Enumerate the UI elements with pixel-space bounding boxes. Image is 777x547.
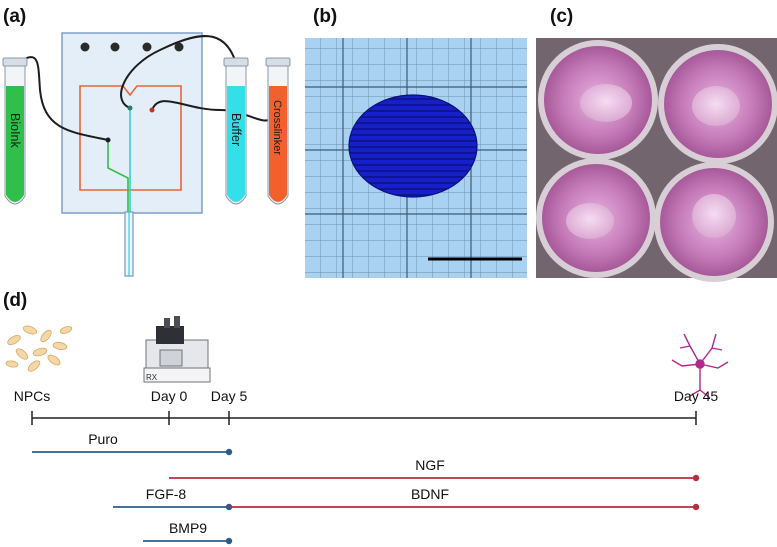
buffer-tube-label: Buffer [229, 113, 243, 146]
well-bottom-left [536, 158, 656, 278]
treatment-label: Puro [88, 431, 118, 447]
well-top-left [538, 40, 658, 160]
well-top-right [658, 44, 777, 164]
inlet-port-3 [142, 42, 152, 52]
treatment-label: FGF-8 [146, 486, 187, 502]
panel-label-b: (b) [313, 6, 338, 27]
bioink-tubing [13, 56, 109, 141]
junction-dot-bioink [105, 137, 111, 143]
timeline-axis [31, 411, 697, 425]
treatment-label: BDNF [411, 486, 449, 502]
panel-a-printhead-diagram: BioInk Buffer Crosslinker [2, 32, 291, 277]
bioprinter-icon: RX [143, 316, 211, 383]
treatment-label: BMP9 [169, 520, 207, 536]
inlet-port-2 [110, 42, 120, 52]
treatment-end-dot [692, 503, 700, 511]
chip-body [61, 32, 203, 214]
timeline-milestone-labels: NPCs Day 0 Day 5 Day 45 [14, 388, 719, 404]
crosslinker-channel [79, 85, 182, 191]
printed-construct [348, 94, 478, 198]
panel-b-print-grid [305, 38, 527, 278]
panel-c-well-plate-photo [536, 38, 777, 282]
panel-label-c: (c) [550, 6, 574, 27]
buffer-tubing [120, 35, 239, 109]
inlet-port-4 [174, 42, 184, 52]
treatment-end-dot [225, 448, 233, 456]
panel-label-d: (d) [3, 290, 28, 311]
treatment-label: NGF [415, 457, 445, 473]
timeline-milestone-label: Day 5 [211, 388, 248, 404]
npc-cells-icon [5, 325, 73, 372]
neuron-icon [671, 333, 729, 399]
treatment-end-dot [692, 474, 700, 482]
well-bottom-right [654, 162, 774, 282]
inlet-port-1 [80, 42, 90, 52]
svg-text:RX: RX [146, 373, 158, 382]
crosslinker-tube-label: Crosslinker [271, 100, 283, 155]
bioink-channel [107, 140, 129, 212]
timeline-milestone-label: NPCs [14, 388, 51, 404]
junction-dot-buffer [127, 105, 133, 111]
junction-dot-crosslinker [149, 107, 155, 113]
treatment-end-dot [225, 537, 233, 545]
timeline-milestone-label: Day 0 [151, 388, 188, 404]
timeline-milestone-label: Day 45 [674, 388, 719, 404]
buffer-tube [223, 57, 249, 205]
panel-label-a: (a) [3, 6, 27, 27]
crosslinker-tube [265, 57, 291, 205]
bioink-tube-label: BioInk [8, 113, 22, 148]
bioink-tube [2, 57, 28, 205]
